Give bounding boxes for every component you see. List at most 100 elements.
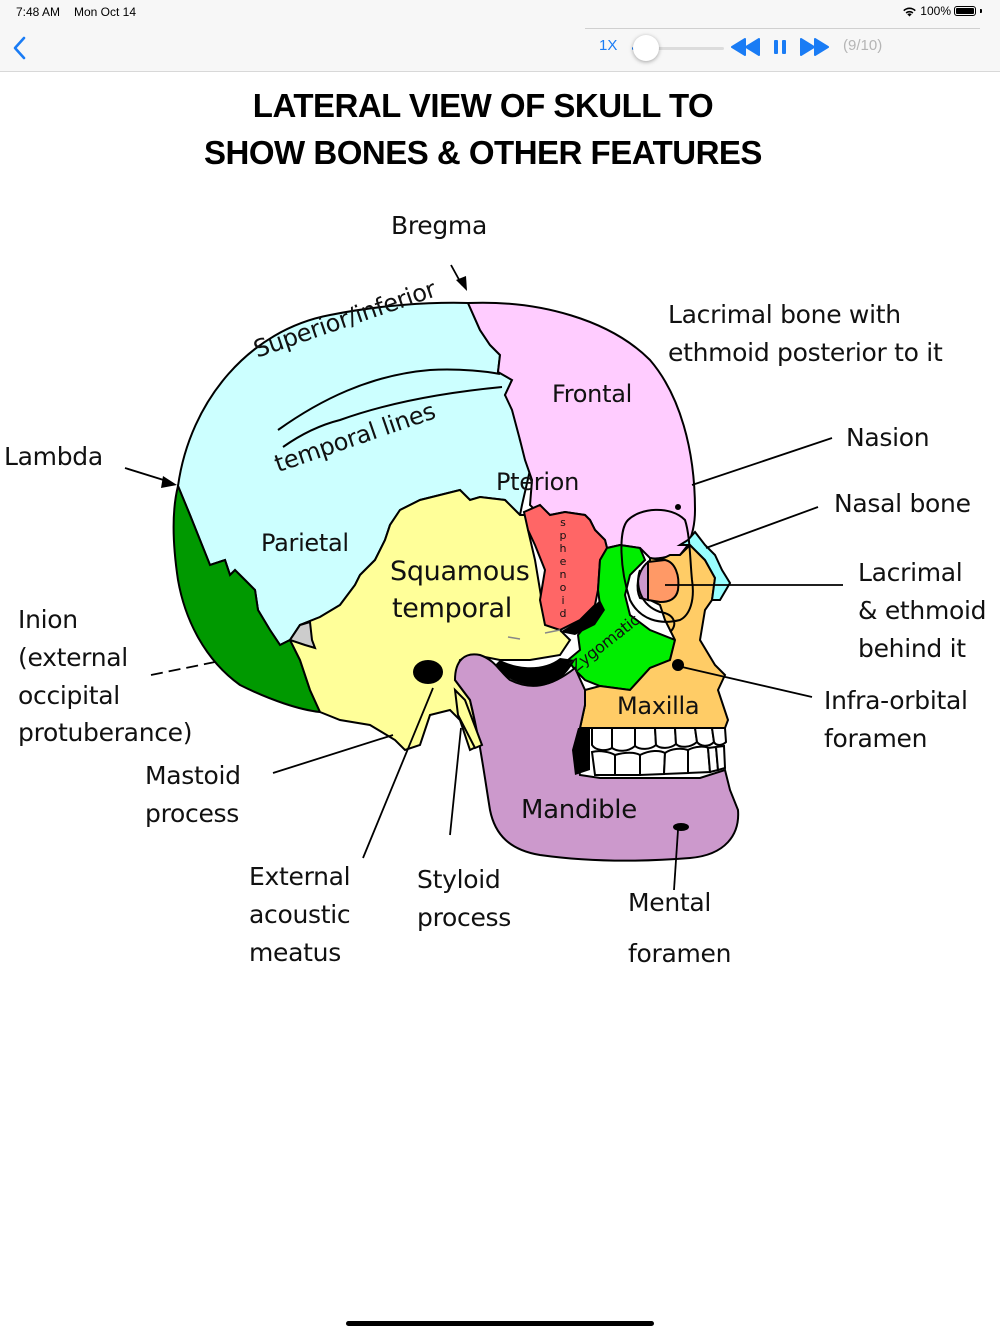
callout-inion-2: (external	[18, 643, 128, 672]
external-acoustic-meatus-hole	[413, 660, 443, 684]
sphenoid-letter: i	[561, 594, 565, 607]
status-date: Mon Oct 14	[74, 5, 137, 19]
player-toolbar: 1X (9/10)	[0, 24, 1000, 72]
callout-lines	[124, 264, 843, 891]
callout-bregma: Bregma	[391, 211, 488, 240]
nasal-bone	[676, 530, 732, 601]
lower-teeth	[590, 744, 727, 777]
infra-orbital-foramen-hole	[672, 659, 684, 671]
sphenoid-letter: p	[559, 529, 567, 542]
mouth-cavity	[572, 728, 590, 775]
label-frontal: Frontal	[552, 380, 632, 408]
back-button[interactable]	[10, 34, 30, 62]
diagram-title-line-2: SHOW BONES & OTHER FEATURES	[204, 134, 762, 171]
eam-line	[362, 687, 434, 859]
battery-percent: 100%	[920, 4, 951, 18]
label-pterion: Pterion	[496, 468, 579, 496]
superior-temporal-line	[277, 368, 501, 431]
callout-mental-2: foramen	[628, 939, 732, 968]
callout-eam-1: External	[249, 862, 351, 891]
callout-eam-3: meatus	[249, 938, 341, 967]
toolbar-divider	[585, 28, 980, 29]
callout-lacrimal-top-2: ethmoid posterior to it	[668, 338, 943, 367]
progress-slider[interactable]	[632, 35, 724, 61]
fast-forward-button[interactable]	[799, 37, 829, 61]
callout-styloid-2: process	[417, 903, 511, 932]
skull-diagram: LATERAL VIEW OF SKULL TO SHOW BONES & OT…	[0, 72, 1000, 1322]
callout-inion-3: occipital	[18, 681, 120, 710]
orbit-outline	[620, 508, 694, 623]
label-squamous-1: Squamous	[390, 556, 530, 587]
inion-line	[150, 661, 216, 676]
mental-foramen-line	[673, 829, 679, 891]
callout-lacrimal-1: Lacrimal	[858, 558, 963, 587]
label-parietal: Parietal	[261, 529, 349, 557]
pause-icon	[774, 40, 786, 54]
battery-full-icon	[954, 6, 976, 16]
callout-infra-orbital-1: Infra-orbital	[824, 686, 968, 715]
sphenoid-letter: h	[559, 542, 567, 555]
fast-forward-icon	[800, 38, 829, 56]
styloid-process	[453, 687, 484, 750]
sphenoid-shadow	[560, 600, 605, 635]
callout-infra-orbital-2: foramen	[824, 724, 928, 753]
wormian-bone	[288, 620, 317, 650]
lambda-arrowhead	[161, 476, 177, 488]
callout-styloid-1: Styloid	[417, 865, 501, 894]
callout-mastoid-2: process	[145, 799, 239, 828]
styloid-line	[449, 727, 462, 836]
sphenoid-letter: n	[559, 568, 567, 581]
callout-nasal-bone: Nasal bone	[834, 489, 971, 518]
mastoid-line	[272, 734, 394, 774]
slider-track	[632, 47, 724, 50]
callout-lacrimal-2: & ethmoid	[858, 596, 987, 625]
chevron-left-icon	[13, 36, 26, 60]
infra-orbital-line	[681, 666, 813, 698]
bregma-arrowhead	[456, 276, 467, 291]
arch-line	[544, 629, 561, 634]
callout-mastoid-1: Mastoid	[145, 761, 241, 790]
callout-eam-2: acoustic	[249, 900, 351, 929]
callout-nasion: Nasion	[846, 423, 930, 452]
callout-mental-1: Mental	[628, 888, 712, 917]
pause-button[interactable]	[773, 37, 787, 61]
inferior-temporal-line	[282, 386, 503, 448]
upper-teeth	[591, 727, 728, 752]
slider-thumb[interactable]	[632, 35, 659, 61]
nasal-bone-line	[705, 506, 819, 549]
orbit-inner	[637, 569, 676, 633]
label-maxilla: Maxilla	[617, 692, 700, 720]
callout-lambda: Lambda	[4, 442, 103, 471]
ethmoid-bone	[636, 559, 649, 602]
sphenoid-letter: o	[559, 581, 567, 594]
playback-speed-button[interactable]: 1X	[599, 37, 618, 54]
status-time: 7:48 AM	[16, 5, 61, 19]
mandibular-notch	[495, 658, 575, 686]
callout-inion-1: Inion	[18, 605, 78, 634]
status-indicators: 100%	[902, 4, 982, 18]
mental-foramen-hole	[673, 823, 689, 831]
nasion-line	[691, 437, 833, 486]
sphenoid-letter: s	[560, 516, 566, 529]
label-mandible: Mandible	[521, 795, 637, 825]
occipital-bone	[172, 482, 322, 714]
temporal-bone	[288, 488, 572, 752]
callout-lacrimal-3: behind it	[858, 634, 966, 663]
home-indicator[interactable]	[346, 1321, 654, 1326]
nasion-dot	[675, 504, 681, 510]
arch-line	[507, 636, 521, 640]
label-squamous-2: temporal	[392, 593, 512, 624]
skull-illustration	[124, 264, 843, 891]
callout-inion-4: protuberance)	[18, 718, 193, 747]
sphenoid-letter: d	[559, 607, 567, 620]
wifi-icon	[903, 7, 917, 16]
diagram-title-line-1: LATERAL VIEW OF SKULL TO	[252, 87, 714, 124]
sphenoid-letter: e	[559, 555, 567, 568]
callout-lacrimal-top-1: Lacrimal bone with	[668, 300, 901, 329]
rewind-icon	[731, 38, 760, 56]
page-counter: (9/10)	[843, 37, 883, 54]
lacrimal-bone	[647, 558, 680, 604]
status-bar: 7:48 AM Mon Oct 14 100%	[0, 0, 1000, 24]
rewind-button[interactable]	[731, 37, 761, 61]
